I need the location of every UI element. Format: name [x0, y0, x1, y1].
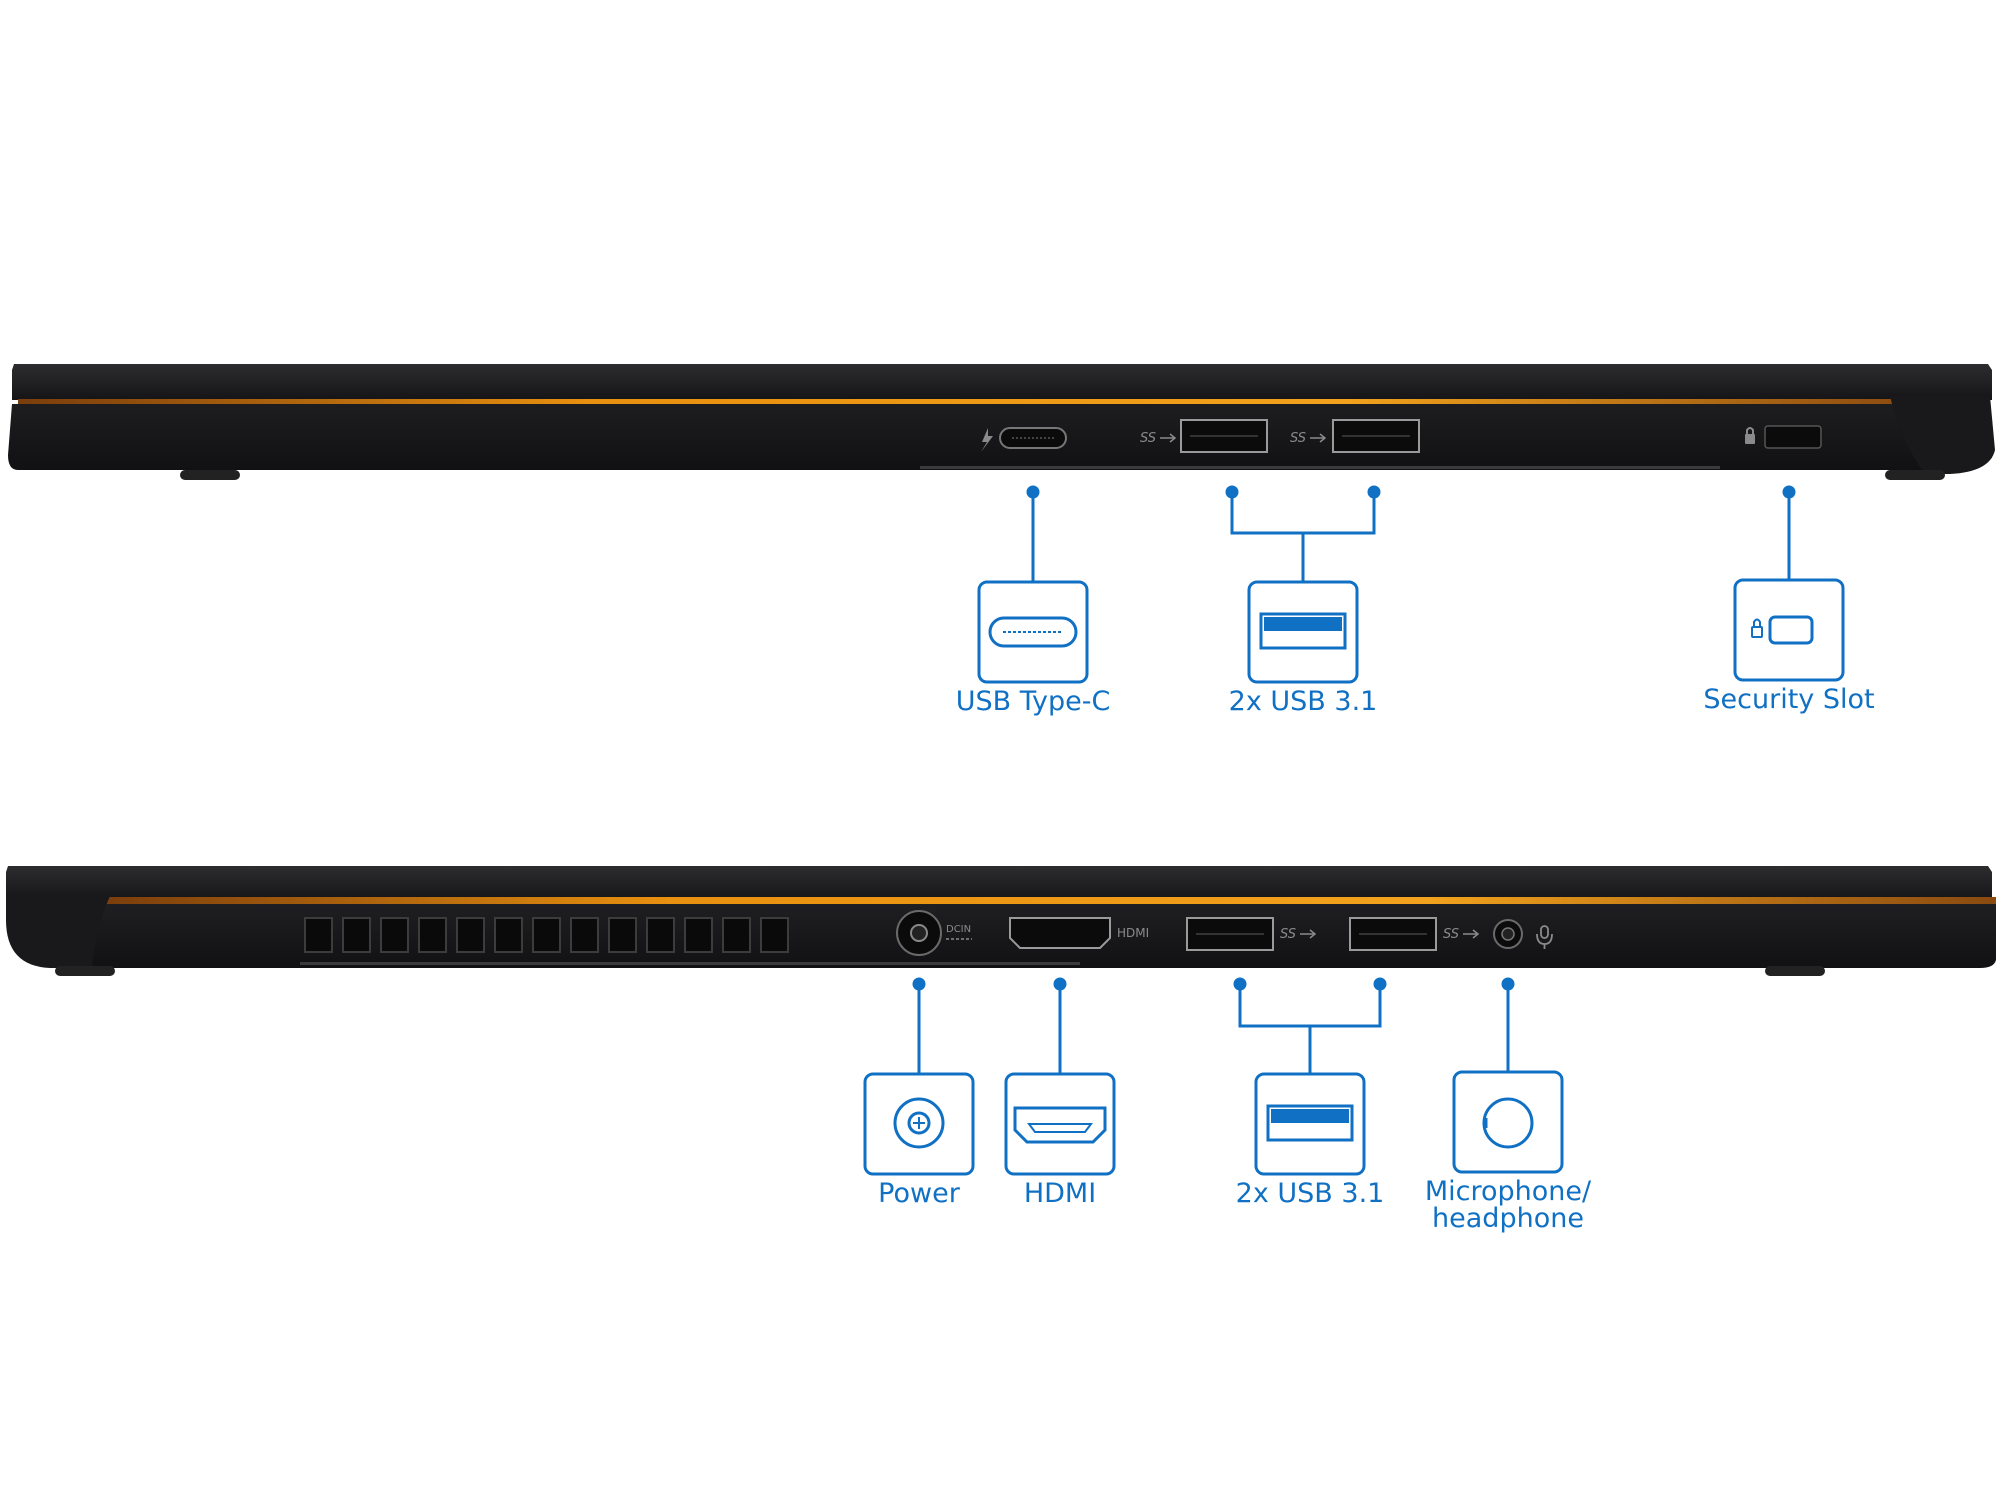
ss-marking: SS	[1140, 431, 1156, 446]
air-vent-grille	[304, 917, 789, 953]
callout-label-usb-3-1: 2x USB 3.1	[1235, 1178, 1385, 1209]
laptop-foot	[1885, 470, 1945, 480]
hdmi-port	[1009, 917, 1111, 949]
laptop-foot	[1765, 966, 1825, 976]
ss-marking: SS	[1290, 431, 1306, 446]
laptop-left-side: DCIN HDMI SS SS	[6, 866, 1997, 1176]
accent-stripe	[18, 399, 1918, 407]
callout-label-power: Power	[878, 1178, 960, 1209]
callout-box-security-slot	[1733, 578, 1845, 682]
laptop-lid	[12, 364, 1992, 400]
audio-jack-icon	[1482, 1097, 1534, 1149]
laptop-lid	[6, 866, 1992, 900]
callout-label-hdmi: HDMI	[1023, 1178, 1097, 1209]
headset-mic-icon	[1536, 925, 1553, 949]
callout-label-microphone-headphone: Microphone/ headphone	[1425, 1178, 1591, 1232]
security-slot-port	[1764, 425, 1822, 449]
small-lock-icon	[1745, 427, 1755, 444]
ss-marking: SS	[1280, 927, 1296, 942]
security-lock-icon	[1751, 615, 1814, 645]
laptop-hinge	[1890, 396, 1995, 474]
thunderbolt-icon	[981, 428, 993, 452]
callout-leaders	[1026, 485, 1796, 582]
dcin-marking: DCIN	[946, 924, 971, 935]
ss-marking: SS	[1443, 927, 1459, 942]
laptop-base	[8, 395, 1992, 470]
callout-box-audio	[1452, 1070, 1564, 1174]
callout-label-security-slot: Security Slot	[1703, 684, 1875, 715]
usb-a-icon	[1266, 1104, 1354, 1142]
callout-leaders	[912, 977, 1515, 1074]
laptop-foot	[55, 966, 115, 976]
callout-label-line: headphone	[1432, 1203, 1584, 1234]
laptop-foot	[180, 470, 240, 480]
usb-a-icon	[1259, 612, 1347, 650]
power-dc-in-icon	[893, 1097, 945, 1149]
laptop-right-side: SS SS	[8, 364, 1995, 684]
accent-stripe	[100, 897, 1996, 905]
callout-label-usb-type-c: USB Type-C	[955, 686, 1111, 717]
vent-dotted	[300, 962, 1080, 965]
hdmi-marking: HDMI	[1117, 926, 1149, 940]
callout-label-usb-3-1: 2x USB 3.1	[1228, 686, 1378, 717]
callout-label-line: Microphone/	[1424, 1176, 1592, 1207]
vent-dotted	[920, 466, 1720, 469]
laptop-hinge	[6, 896, 110, 968]
